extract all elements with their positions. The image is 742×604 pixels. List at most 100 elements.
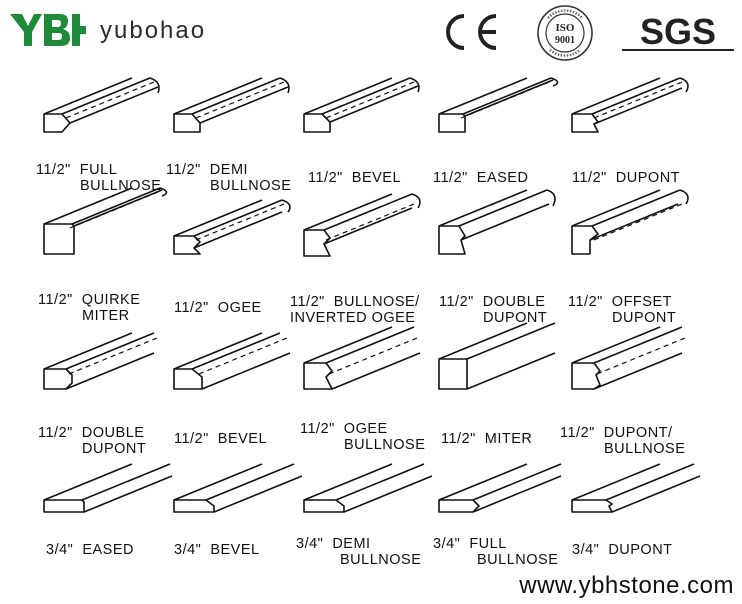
iso-label: ISO [556, 22, 575, 34]
edge-profile-name-line1: 11/2" DOUBLE [439, 294, 547, 310]
edge-profile-name: OGEE [217, 300, 262, 316]
dupont-profile-icon [571, 77, 689, 133]
thin-demi-bullnose-profile-icon [303, 463, 433, 513]
edge-profile-caption: 11/2"BEVEL [308, 170, 401, 186]
miter-profile-icon [438, 322, 556, 390]
iso-number: 9001 [555, 35, 575, 46]
edge-profile-item: 11/2" EASED [425, 77, 565, 208]
edge-profile-size: 11/2" [308, 170, 343, 186]
edge-profile-size: 11/2" [572, 170, 607, 186]
sgs-logo-icon: SGS [622, 11, 734, 52]
edge-profile-size: 3/4" [572, 542, 600, 558]
edge-profile-name: QUIRKE [81, 292, 141, 308]
edge-profile-name-line1: 11/2"FULL [36, 162, 161, 178]
edge-profile-name-line1: 11/2" MITER [441, 431, 532, 447]
iso-9001-seal-icon: ISO 9001 [537, 5, 593, 61]
edge-profile-caption: 3/4"BEVEL [174, 542, 260, 558]
edge-profile-name: EASED [476, 170, 529, 186]
edge-profile-size: 11/2" [433, 170, 468, 186]
edge-profile-caption: 11/2" OGEE [174, 300, 262, 316]
edge-profile-caption: 11/2"BULLNOSE/INVERTED OGEE [290, 294, 420, 326]
edge-profile-name: EASED [82, 542, 134, 558]
edge-profile-size: 11/2" [300, 421, 335, 437]
quirke-miter-profile-icon [43, 187, 168, 255]
double-dupont-profile-icon [438, 189, 556, 255]
edge-profile-name: DUPONT [608, 542, 673, 558]
edge-profile-name: OGEE [343, 421, 388, 437]
edge-profile-item: 11/2" MITER [425, 322, 565, 465]
edge-profile-name-line1: 11/2" EASED [433, 170, 528, 186]
edge-profile-size: 11/2" [174, 431, 209, 447]
edge-profile-name-line2: DUPONT [612, 310, 677, 326]
edge-profile-name-line1: 11/2"DOUBLE [38, 425, 146, 441]
edge-profile-size: 11/2" [290, 294, 325, 310]
edge-profile-item: 3/4"BEVEL [160, 458, 303, 588]
edge-profile-caption: 3/4" DUPONT [572, 542, 673, 558]
edge-profile-name-line1: 3/4"FULL [433, 536, 558, 552]
edge-profile-name-line2: BULLNOSE [80, 178, 162, 194]
edge-profile-name-line1: 11/2"DEMI [166, 162, 291, 178]
edge-profile-name: BULLNOSE/ [333, 294, 420, 310]
edge-profile-size: 11/2" [568, 294, 603, 310]
edge-profile-name-line2: BULLNOSE [604, 441, 686, 457]
edge-profile-name-line1: 3/4" DUPONT [572, 542, 673, 558]
edge-profile-name-line2: BULLNOSE [344, 437, 426, 453]
full-bullnose-profile-icon [43, 77, 160, 133]
edge-profile-name-line1: 11/2" OGEE [300, 421, 425, 437]
double-dupont-slab-profile-icon [43, 332, 158, 390]
demi-bullnose-profile-icon [173, 77, 290, 133]
edge-profile-name: DEMI [209, 162, 249, 178]
edge-profile-item: 11/2"BEVEL [290, 77, 430, 208]
offset-dupont-profile-icon [571, 189, 689, 255]
edge-profile-item: 3/4" EASED [30, 458, 173, 588]
edge-profile-name-line1: 3/4"DEMI [296, 536, 421, 552]
edge-profile-caption: 11/2" DUPONT [572, 170, 680, 186]
edge-profile-size: 3/4" [46, 542, 74, 558]
eased-profile-icon [438, 77, 559, 133]
website-url: www.ybhstone.com [519, 572, 734, 599]
edge-profile-item: 3/4" DUPONT [558, 458, 701, 588]
edge-profile-size: 3/4" [296, 536, 324, 552]
edge-profile-name-line1: 11/2" OGEE [174, 300, 262, 316]
edge-profile-name: FULL [469, 536, 507, 552]
edge-profile-name-line2: BULLNOSE [210, 178, 292, 194]
edge-profile-name: FULL [79, 162, 118, 178]
edge-profile-name: MITER [484, 431, 533, 447]
edge-profile-item: 11/2"BULLNOSE/INVERTED OGEE [290, 193, 430, 330]
edge-profile-name: DUPONT [615, 170, 681, 186]
sgs-label: SGS [640, 11, 716, 52]
thin-full-bullnose-profile-icon [438, 463, 562, 513]
dupont-bullnose-profile-icon [571, 326, 686, 390]
edge-profile-size: 11/2" [38, 425, 73, 441]
edge-profile-name: BEVEL [217, 431, 268, 447]
header: yubohao ISO 9001 SGS [0, 0, 742, 62]
edge-profile-size: 3/4" [174, 542, 202, 558]
edge-profile-size: 11/2" [441, 431, 476, 447]
edge-profile-item: 11/2" BEVEL [160, 332, 300, 465]
edge-profile-size: 11/2" [439, 294, 474, 310]
edge-profile-caption: 11/2"DUPONT/BULLNOSE [560, 425, 685, 457]
edge-profile-caption: 11/2" MITER [441, 431, 532, 447]
edge-profile-size: 11/2" [174, 300, 209, 316]
edge-profile-caption: 3/4" EASED [46, 542, 134, 558]
thin-bevel-profile-icon [173, 463, 303, 513]
edge-profile-name: DUPONT/ [603, 425, 673, 441]
brand-name: yubohao [100, 17, 207, 44]
bevel-slab-profile-icon [173, 332, 291, 390]
edge-profile-name: DOUBLE [482, 294, 546, 310]
edge-profile-caption: 11/2" BEVEL [174, 431, 267, 447]
